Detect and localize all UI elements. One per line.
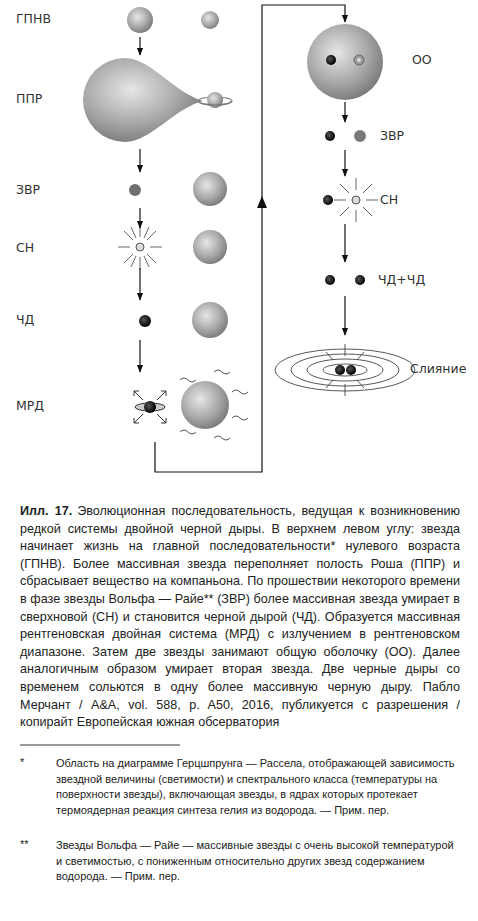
figure-caption: Илл. 17.Эволюционная последовательность,… — [20, 503, 460, 732]
footnote-text: Область на диаграмме Герцшпрунга — Рассе… — [56, 756, 461, 818]
stage-group: СН — [300, 176, 450, 224]
flow-arrow — [345, 224, 346, 262]
flow-arrow — [140, 37, 141, 55]
flow-arrow — [140, 340, 141, 372]
footnote-rule — [0, 740, 200, 750]
flow-arrow — [140, 149, 141, 172]
flow-arrow — [345, 150, 346, 176]
stage-group: СН — [12, 228, 234, 268]
stage-group: ЧД+ЧД — [300, 262, 450, 296]
stage-label: СН — [380, 192, 398, 207]
caption-text: Эволюционная последовательность, ведущая… — [20, 504, 460, 729]
footnote-text: Звезды Вольфа — Райе — массивные звезды … — [56, 838, 461, 885]
stage-label: ЧД — [16, 312, 34, 327]
stage-group: ГПНВ — [12, 5, 232, 37]
stage-label: ОО — [412, 52, 432, 67]
connector-layer — [0, 0, 478, 490]
flow-arrow — [140, 208, 141, 228]
black-hole-pair — [325, 275, 365, 285]
stage-label: ЧД+ЧД — [378, 272, 425, 287]
flow-arrow — [345, 102, 346, 122]
figure-number: Илл. 17. — [20, 504, 72, 518]
supernova-burst — [118, 225, 227, 269]
black-hole-star — [139, 302, 228, 338]
flow-arrow — [345, 296, 346, 335]
stage-group: ППР — [12, 55, 242, 149]
stage-label: ГПНВ — [16, 11, 51, 26]
stage-group: ЧД — [12, 300, 234, 340]
stage-label: Слияние — [410, 361, 466, 376]
x-ray-binary — [134, 370, 248, 440]
wolf-rayet-pair — [129, 172, 227, 206]
stage-group: ЗВР — [300, 122, 450, 150]
stage-group: Слияние — [270, 335, 470, 405]
stage-group: ОО — [300, 22, 450, 102]
stage-label: СН — [16, 240, 34, 255]
stage-label: ЗВР — [16, 182, 40, 197]
stage-label: ЗВР — [380, 128, 404, 143]
roche-overflow — [83, 58, 232, 142]
stage-label: ППР — [16, 91, 42, 106]
second-supernova — [323, 178, 378, 222]
stage-label: МРД — [16, 398, 44, 413]
black-hole-wolf-rayet — [325, 130, 366, 142]
stellar-illustration — [0, 0, 478, 490]
common-envelope — [307, 24, 383, 100]
flow-arrow — [140, 268, 141, 300]
flow-arrow — [155, 5, 345, 472]
footnote-mark: * — [20, 756, 24, 768]
stage-group: МРД — [12, 372, 258, 442]
footnote-mark: ** — [20, 838, 29, 850]
stage-group: ЗВР — [12, 172, 234, 208]
star-pair — [127, 7, 219, 33]
merger-waves — [275, 344, 415, 396]
